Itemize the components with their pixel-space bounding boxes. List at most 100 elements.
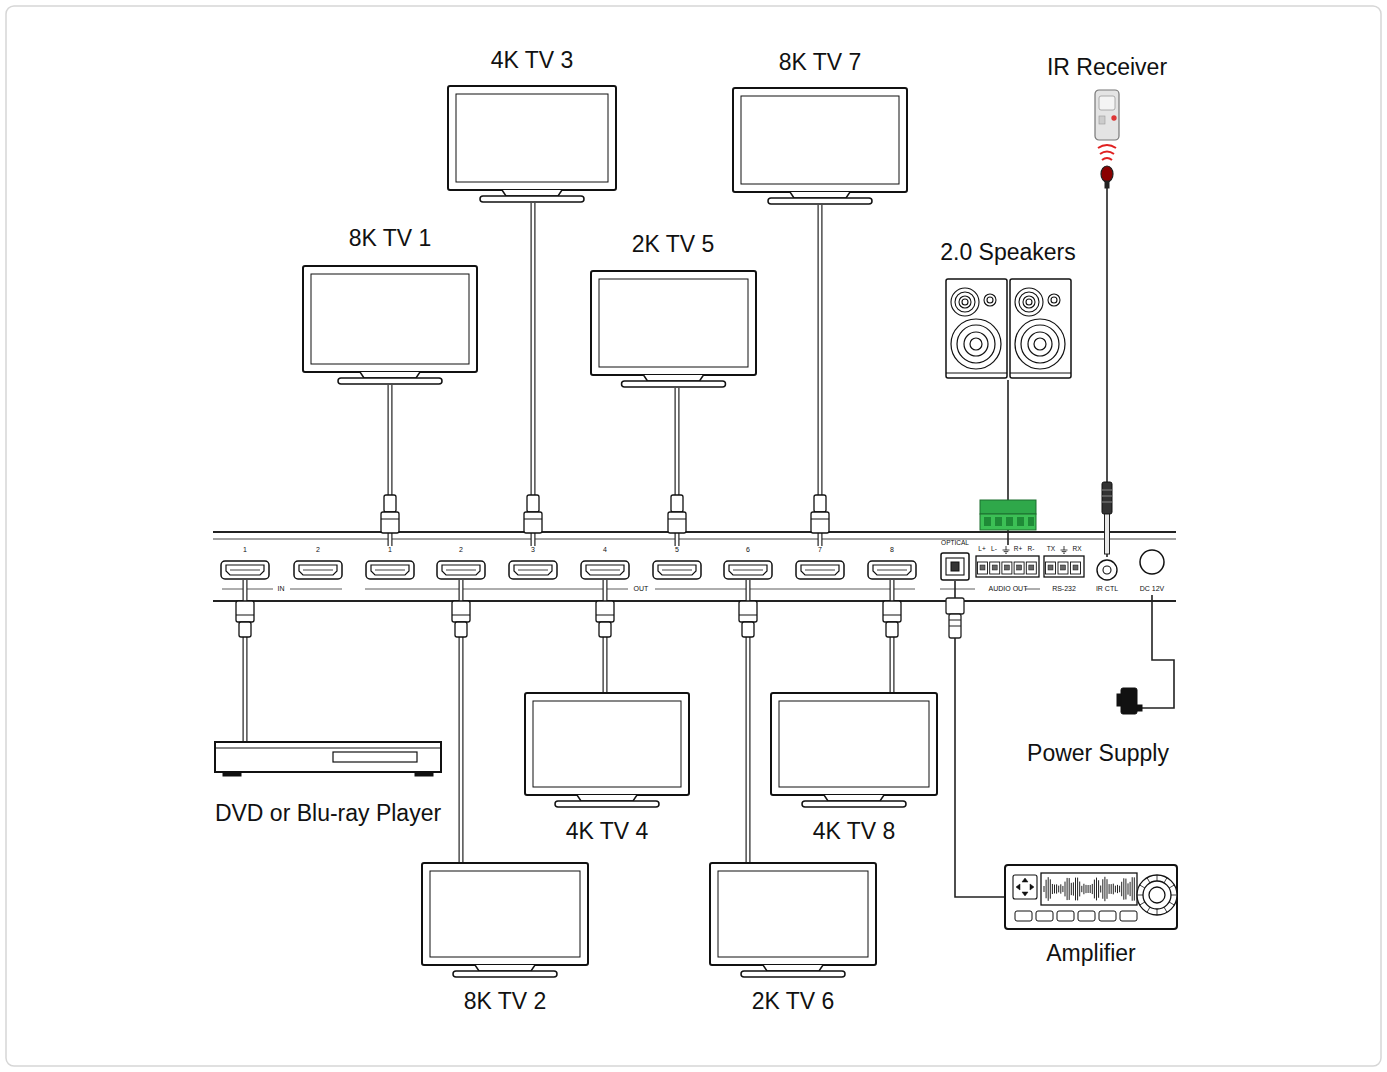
hdmi-socket: [658, 565, 696, 575]
device-label: 2.0 Speakers: [940, 239, 1076, 265]
optical-plug: [949, 626, 961, 627]
text-slot: Amplifier: [1046, 940, 1135, 966]
ir-led: [1112, 116, 1116, 120]
tv-neck: [790, 192, 850, 198]
hdmi-plug: [739, 615, 757, 616]
player-body: [215, 742, 441, 772]
port-label: 2: [316, 546, 320, 554]
television: 8K TV 1: [302, 265, 478, 385]
tv-base: [802, 801, 906, 807]
optical-port-housing: [941, 553, 969, 580]
text-slot: R+: [1014, 545, 1023, 552]
tv-bezel: [422, 863, 588, 965]
text-slot: 1: [388, 546, 392, 554]
television: 2K TV 6: [709, 862, 877, 978]
text-slot: 2: [459, 546, 463, 554]
text-slot: IR Receiver: [1047, 54, 1167, 80]
hdmi-plug: [524, 512, 542, 533]
waveform-bar: [1117, 885, 1118, 893]
text-slot: RX: [1072, 545, 1081, 552]
plug-screw: [984, 517, 991, 526]
hdmi-contacts: [303, 570, 333, 571]
port-label: IR CTL: [1096, 585, 1118, 593]
knob-tick: [1140, 885, 1145, 888]
amplifier-outline: [1005, 865, 1177, 929]
waveform-bar: [1086, 885, 1087, 893]
hdmi-plug: [739, 601, 757, 622]
hdmi-plug: [452, 615, 470, 616]
port-label: OPTICAL: [941, 539, 969, 546]
tweeter: [1015, 288, 1043, 316]
woofer: [1034, 338, 1046, 350]
hdmi-port-housing: [653, 561, 701, 579]
optical-shutter: [951, 562, 959, 571]
port-label: AUDIO OUT: [989, 585, 1028, 593]
hdmi-plug: [883, 615, 901, 616]
bass-port: [1051, 297, 1057, 303]
port-label: 7: [818, 546, 822, 554]
text-slot: 6: [746, 546, 750, 554]
ir-eye-stem: [1105, 181, 1109, 188]
tv-screen: [456, 94, 608, 182]
terminal-screw: [980, 565, 985, 570]
television: 2K TV 5: [590, 270, 757, 388]
woofer: [1015, 319, 1065, 369]
ir-jack-plug: [1102, 496, 1112, 497]
hdmi-socket: [873, 565, 911, 575]
hdmi-plug-boot: [886, 622, 898, 637]
waveform-bar: [1081, 886, 1082, 892]
text-slot: 5: [675, 546, 679, 554]
speaker-cabinet: [1010, 279, 1071, 378]
tweeter: [1019, 292, 1039, 312]
terminal-slot: [1014, 562, 1024, 574]
terminal-slot: [978, 562, 988, 574]
optical-plug: [946, 598, 964, 614]
hdmi-contacts: [375, 570, 405, 571]
woofer: [970, 338, 982, 350]
waveform-bar: [1052, 884, 1053, 894]
terminal-block: [976, 556, 1039, 577]
port-label: OUT: [634, 585, 649, 593]
waveform-bar: [1096, 878, 1097, 901]
woofer: [1028, 332, 1052, 356]
waveform-bar: [1092, 884, 1093, 894]
tv-base: [480, 196, 584, 202]
hdmi-plug: [452, 601, 470, 622]
hdmi-port-housing: [509, 561, 557, 579]
optical-plug: [949, 614, 961, 638]
port-label: TX: [1047, 545, 1055, 552]
bass-port: [987, 297, 993, 303]
hdmi-plug-boot: [527, 495, 539, 512]
text-slot: 8K TV 7: [779, 49, 862, 75]
waveform-bar: [1107, 879, 1108, 899]
optical-port: OPTICAL: [938, 539, 972, 581]
speaker-plinth: [1010, 373, 1071, 374]
hdmi-port: 5: [653, 546, 701, 580]
terminal-slot: [1026, 562, 1036, 574]
terminal-screw: [1029, 565, 1034, 570]
optical-plug: [946, 598, 964, 638]
waveform-bar: [1121, 882, 1122, 896]
hdmi-socket: [801, 565, 839, 575]
waveform-bar: [1048, 877, 1049, 901]
port-label: 1: [388, 546, 392, 554]
waveform-bar: [1069, 878, 1070, 900]
volume-knob: [1149, 887, 1165, 903]
tv-screen: [430, 871, 580, 957]
amplifier-button: [1120, 911, 1137, 921]
tv-bezel: [303, 266, 477, 372]
amplifier-button: [1036, 911, 1053, 921]
tv-bezel: [771, 693, 937, 795]
text-slot: OPTICAL: [941, 539, 969, 546]
waveform-bar: [1083, 884, 1084, 894]
terminal-slot: [1071, 562, 1081, 574]
hdmi-plug: [596, 601, 614, 622]
speaker-pair: 2.0 Speakers: [945, 278, 1071, 380]
waveform-bar: [1100, 885, 1101, 892]
text-slot: AUDIO OUT: [989, 585, 1028, 593]
hdmi-plug: [596, 615, 614, 616]
plug-screw: [1006, 517, 1013, 526]
speaker-cabinet: [946, 279, 1007, 378]
device-label: 8K TV 1: [349, 225, 432, 251]
